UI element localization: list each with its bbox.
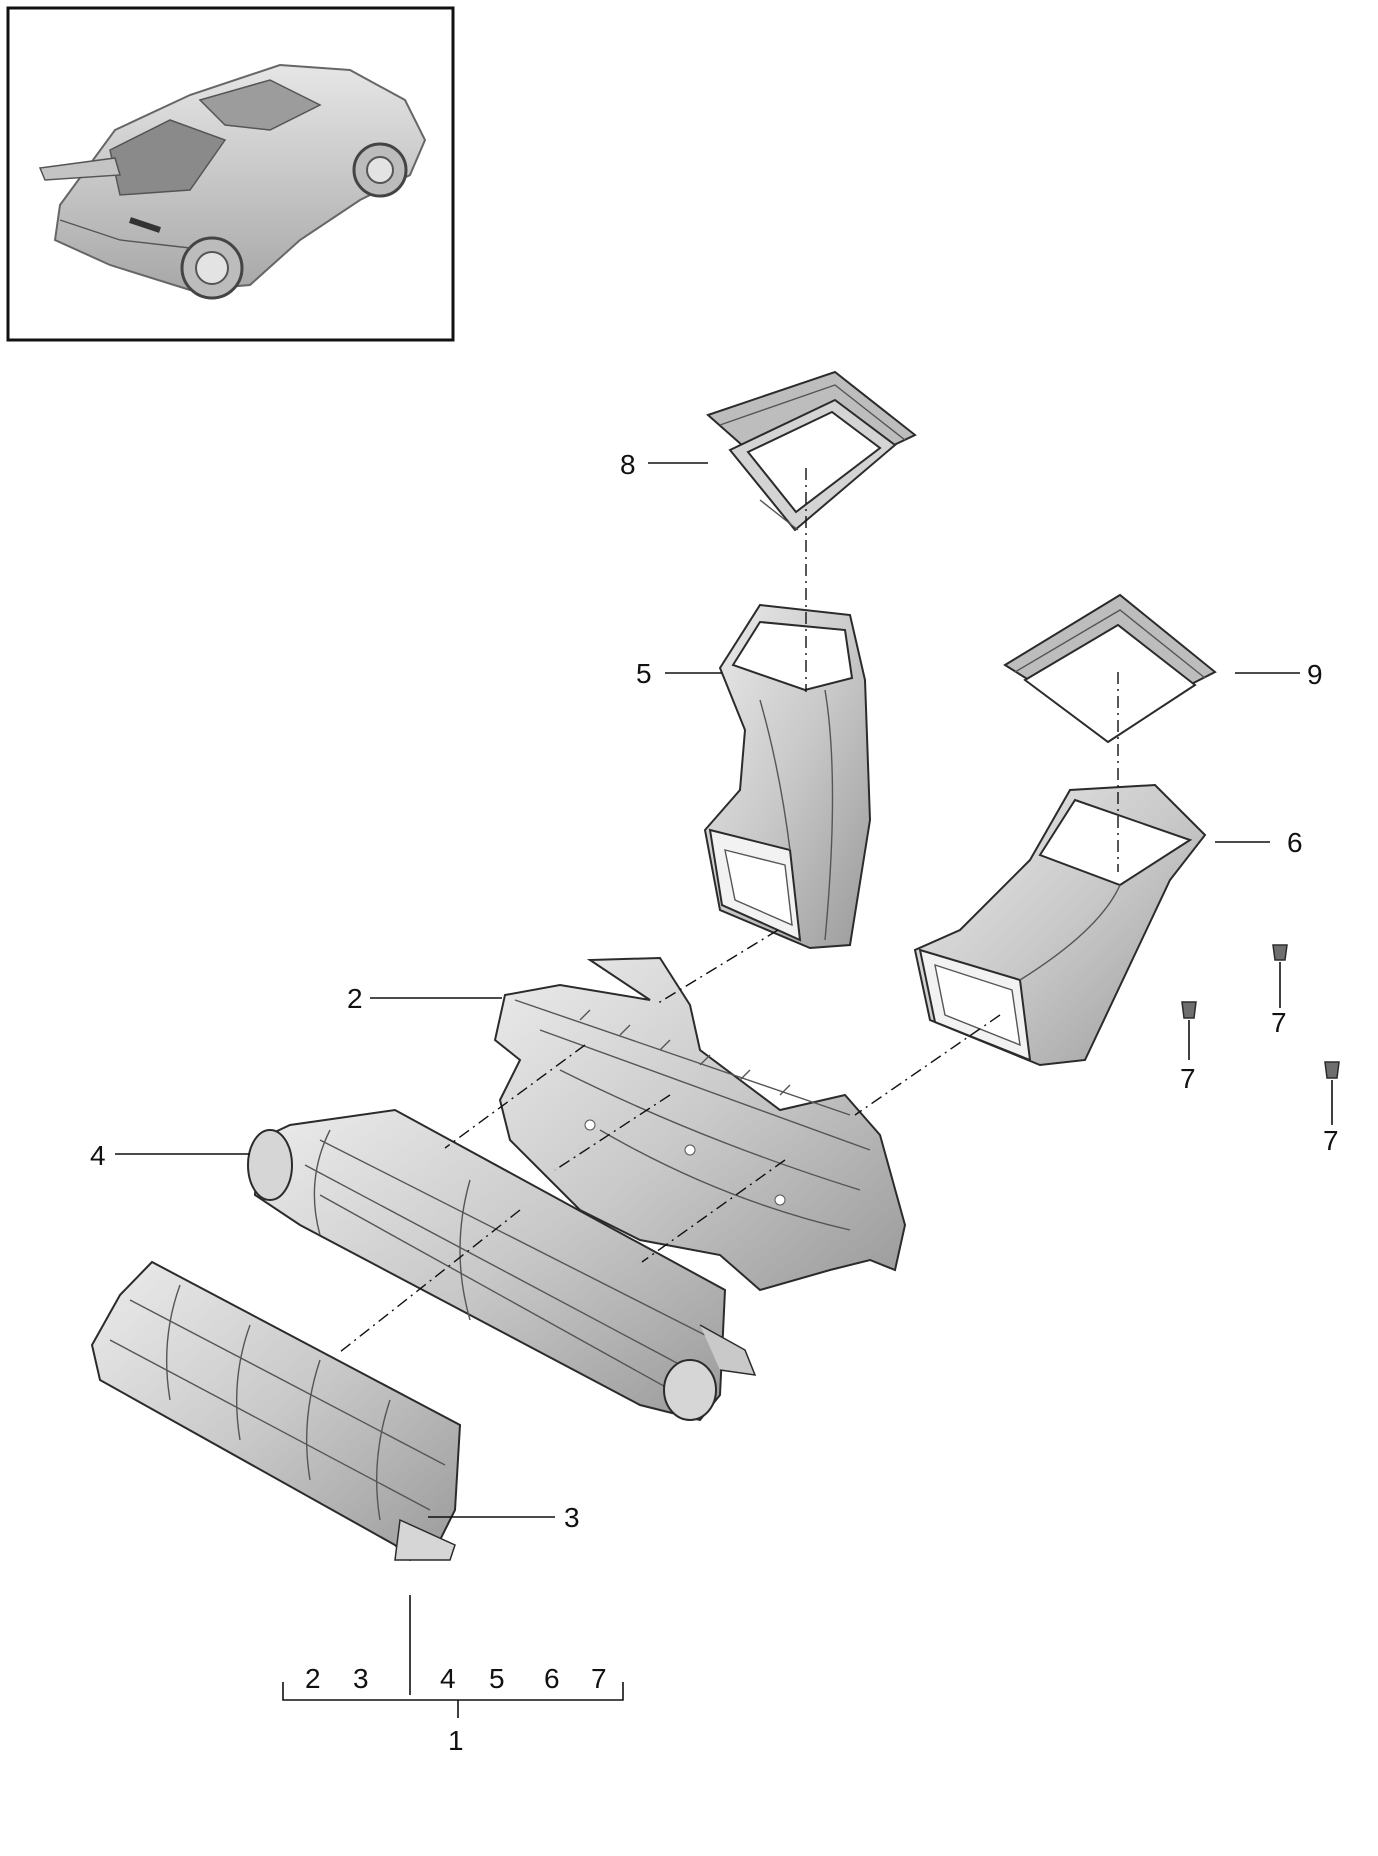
kit-number-5: 7 [591, 1663, 607, 1694]
callout-8: 8 [620, 449, 636, 480]
kit-number-2: 4 [440, 1663, 456, 1694]
kit-number-3: 5 [489, 1663, 505, 1694]
kit-number-0: 2 [305, 1663, 321, 1694]
assembly-lines [339, 468, 1119, 1353]
callout-7c: 7 [1323, 1125, 1339, 1156]
part-3-cover [90, 1260, 462, 1562]
callout-7a: 7 [1180, 1063, 1196, 1094]
callout-7b: 7 [1271, 1007, 1287, 1038]
callout-3: 3 [564, 1502, 580, 1533]
part-8-seal [706, 370, 917, 532]
callout-5: 5 [636, 658, 652, 689]
callout-labels: 8 5 9 6 2 7 7 7 4 3 2 3 4 5 6 7 1 [90, 449, 1339, 1756]
callout-2: 2 [347, 983, 363, 1014]
callout-6: 6 [1287, 827, 1303, 858]
car-illustration [38, 63, 427, 300]
part-4-intercooler [247, 1108, 757, 1422]
part-9-seal [1003, 593, 1217, 744]
callout-9: 9 [1307, 659, 1323, 690]
vehicle-thumbnail [6, 6, 455, 342]
callout-1: 1 [448, 1725, 464, 1756]
callout-4: 4 [90, 1140, 106, 1171]
leader-lines [115, 462, 1333, 1718]
kit-number-1: 3 [353, 1663, 369, 1694]
part-6-duct [913, 783, 1207, 1067]
kit-number-4: 6 [544, 1663, 560, 1694]
part-5-duct [703, 603, 872, 950]
part-7-grommets [1181, 944, 1340, 1079]
part-2-tray [493, 956, 907, 1292]
